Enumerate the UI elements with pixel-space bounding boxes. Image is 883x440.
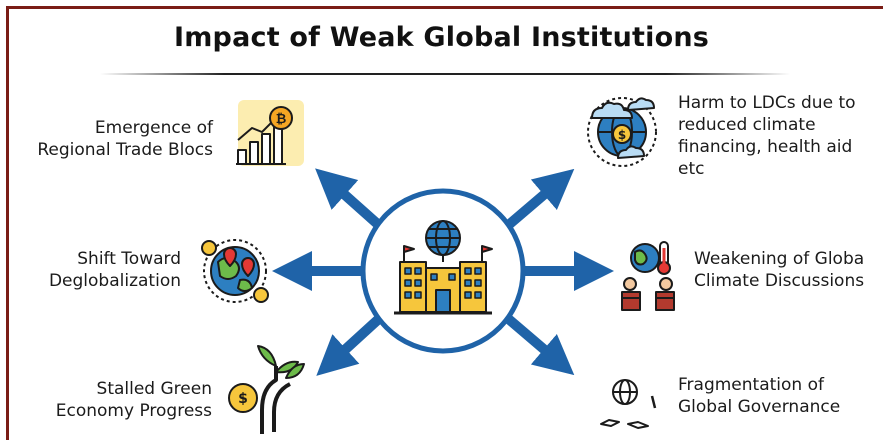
label-fragmentation: Fragmentation of Global Governance bbox=[678, 374, 840, 418]
label-line: Stalled Green bbox=[96, 379, 212, 399]
svg-text:₿: ₿ bbox=[276, 112, 287, 127]
label-deglobalization: Shift Toward Deglobalization bbox=[49, 248, 181, 292]
label-line: Regional Trade Blocs bbox=[37, 140, 213, 160]
money-plant-growth-icon: $ bbox=[228, 345, 305, 434]
label-ldc-harm: Harm to LDCs due to reduced climate fina… bbox=[678, 92, 856, 180]
label-line: Climate Discussions bbox=[694, 271, 865, 291]
label-line: Shift Toward bbox=[77, 249, 181, 269]
label-trade-blocs: Emergence of Regional Trade Blocs bbox=[37, 117, 213, 161]
arrow-to-green-economy bbox=[316, 312, 386, 376]
label-line: financing, health aid bbox=[678, 137, 853, 157]
label-line: Weakening of Globa bbox=[694, 249, 865, 269]
label-line: Global Governance bbox=[678, 397, 841, 417]
institution-building-globe-icon bbox=[394, 220, 493, 315]
title-divider bbox=[100, 73, 790, 75]
label-line: Deglobalization bbox=[48, 271, 181, 291]
label-line: etc bbox=[678, 159, 705, 179]
label-line: Fragmentation of bbox=[678, 375, 824, 395]
page-frame bbox=[6, 6, 883, 440]
page-title: Impact of Weak Global Institutions bbox=[173, 22, 710, 53]
label-line: Emergence of bbox=[94, 118, 213, 138]
label-line: Harm to LDCs due to bbox=[678, 93, 856, 113]
label-climate-discussions: Weakening of Globa Climate Discussions bbox=[694, 248, 864, 292]
svg-text:$: $ bbox=[618, 128, 626, 142]
label-line: reduced climate bbox=[678, 115, 816, 135]
growth-chart-bitcoin-icon: ₿ bbox=[236, 100, 304, 166]
globe-clouds-dollar-icon: $ bbox=[587, 97, 657, 167]
globe-map-pins-icon bbox=[201, 239, 269, 303]
svg-text:$: $ bbox=[238, 391, 248, 407]
label-line: Economy Progress bbox=[55, 401, 212, 421]
broken-globe-icon bbox=[600, 379, 657, 429]
arrow-to-ldc-harm bbox=[501, 168, 575, 232]
arrow-to-trade-blocs bbox=[315, 168, 386, 232]
arrow-to-fragmentation bbox=[501, 312, 575, 376]
label-green-economy: Stalled Green Economy Progress bbox=[56, 378, 212, 422]
climate-debate-podiums-icon bbox=[621, 241, 675, 311]
